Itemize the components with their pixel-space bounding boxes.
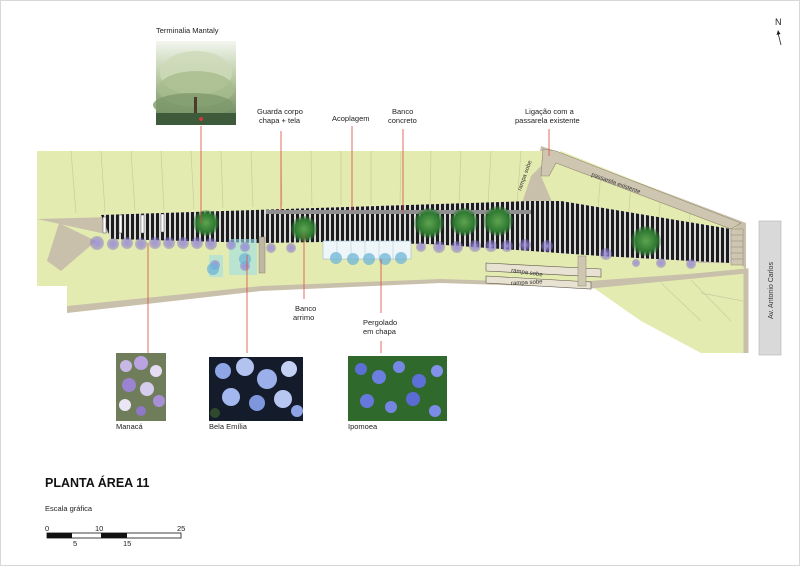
callout-banco-arrimo-1: Banco	[295, 304, 316, 313]
plan-title: PLANTA ÁREA 11	[45, 475, 149, 490]
callout-guarda-corpo-2: chapa + tela	[259, 116, 301, 125]
trees	[193, 206, 661, 256]
scale-label: Escala gráfica	[45, 504, 93, 513]
callout-lines	[147, 126, 550, 353]
callout-banco-arrimo-2: arrimo	[293, 313, 314, 322]
avenue-label: Av. Antonio Carlos	[768, 262, 775, 319]
ipomoea-planting	[207, 252, 407, 275]
existing-footbridge	[540, 148, 742, 230]
callout-banco-concreto-2: concreto	[388, 116, 417, 125]
callouts-top: Terminalia Mantaly Guarda corpo chapa + …	[156, 26, 580, 125]
north-label: N	[775, 17, 782, 27]
concrete-bench	[266, 210, 531, 214]
scale-bar: 0 10 25 5 15	[45, 524, 185, 548]
callout-pergolado-1: Pergolado	[363, 318, 397, 327]
photo-bela-emilia	[209, 357, 303, 421]
callouts-bottom: Banco arrimo Pergolado em chapa	[293, 304, 397, 336]
north-arrow: N	[775, 17, 782, 46]
callout-banco-concreto-1: Banco	[392, 107, 413, 116]
deck-walkway	[101, 201, 731, 263]
scale-tick-15: 15	[123, 539, 131, 548]
flowering-shrubs	[90, 236, 696, 271]
scale-tick-0: 0	[45, 524, 49, 533]
photo-manaca	[116, 353, 166, 421]
scale-tick-5: 5	[73, 539, 77, 548]
benches	[102, 213, 165, 234]
scale-tick-10: 10	[95, 524, 103, 533]
callout-terminalia: Terminalia Mantaly	[156, 26, 219, 35]
photo-manaca-caption: Manacá	[116, 422, 144, 431]
photo-bela-emilia-caption: Bela Emília	[209, 422, 248, 431]
avenue-road	[758, 220, 782, 356]
photo-ipomoea-caption: Ipomoea	[348, 422, 378, 431]
callout-guarda-corpo-1: Guarda corpo	[257, 107, 303, 116]
ramp-label-3: rampa sobe	[511, 279, 544, 287]
scale-tick-25: 25	[177, 524, 185, 533]
photo-terminalia	[153, 41, 236, 125]
callout-pergolado-2: em chapa	[363, 327, 397, 336]
callout-acoplagem: Acoplagem	[332, 114, 370, 123]
ramp-label-2: rampa sobe	[511, 268, 544, 278]
callout-ligacao-1: Ligação com a	[525, 107, 575, 116]
photo-ipomoea	[348, 356, 447, 421]
site-plan: passarela existente rampa sobe rampa sob…	[37, 146, 782, 356]
lawn-area	[37, 151, 556, 219]
callout-ligacao-2: passarela existente	[515, 116, 580, 125]
